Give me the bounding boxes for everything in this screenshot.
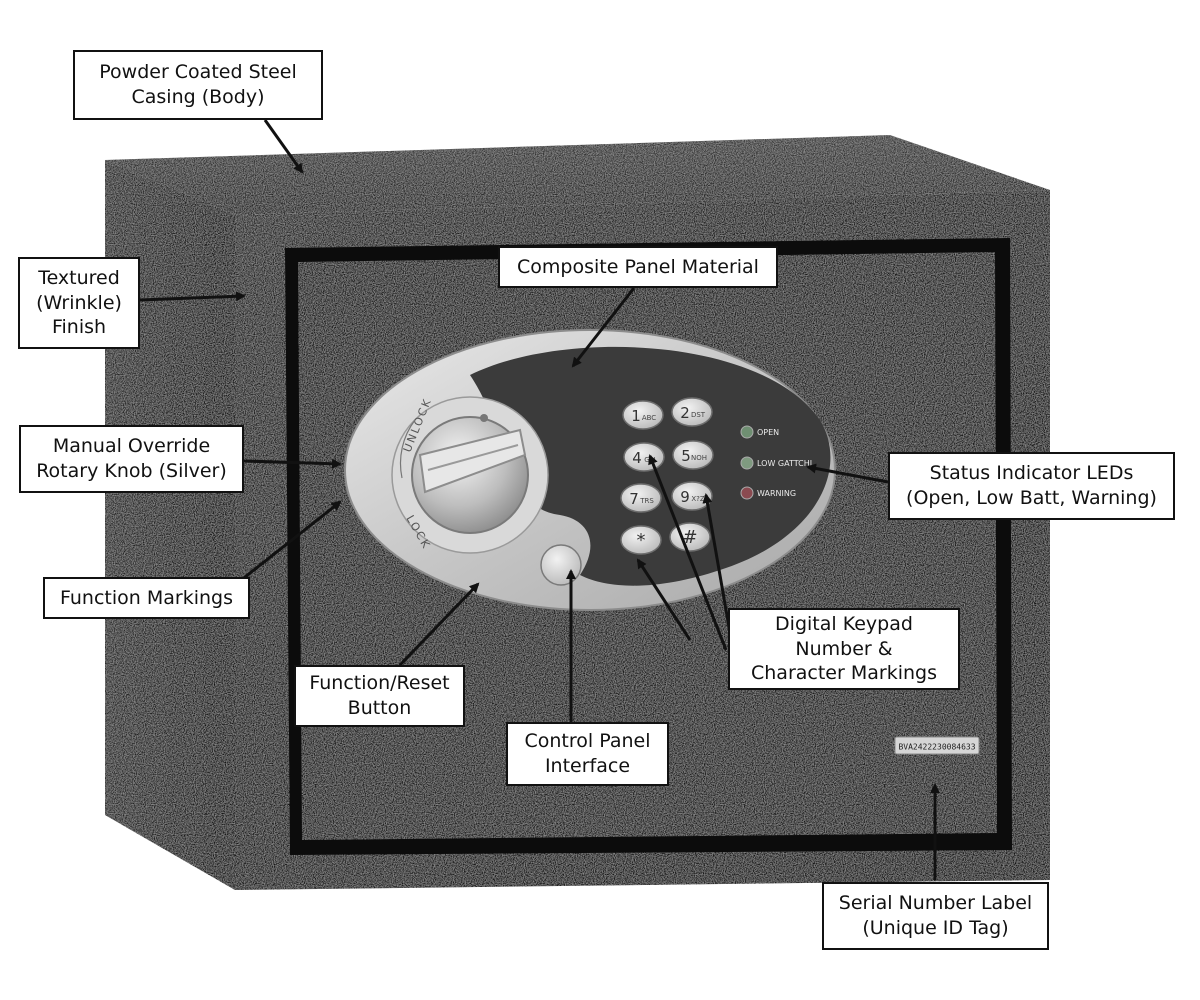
unlock-arc xyxy=(399,419,416,479)
keypad: 1ABC2DST4GLI5NOH7TRS9X?Z*# xyxy=(620,397,714,555)
arrow-casing xyxy=(263,119,304,174)
arrow-reset-button xyxy=(398,582,480,667)
callout-serial-line1: Serial Number Label xyxy=(838,892,1033,915)
callout-serial-line2: (Unique ID Tag) xyxy=(862,917,1009,939)
keypad-key[interactable]: * xyxy=(620,525,662,555)
status-led-label: WARNING xyxy=(757,489,796,498)
callout-finish-line3: Finish xyxy=(51,316,107,339)
callout-panel-material: Composite Panel Material xyxy=(498,246,778,288)
keypad-key-letters: DST xyxy=(691,411,706,419)
status-led-label: OPEN xyxy=(757,428,779,437)
arrow-finish xyxy=(139,291,246,302)
arrow-panel-material xyxy=(571,287,636,368)
keypad-key-number: 5 xyxy=(681,447,691,465)
status-led xyxy=(740,456,754,470)
callout-keypad: Digital Keypad Number & Character Markin… xyxy=(728,608,960,690)
status-led xyxy=(740,425,754,439)
arrow-keypad-1 xyxy=(648,454,728,651)
keypad-key[interactable]: 4GLI xyxy=(623,442,665,472)
status-leds: OPEN LOW GATTCHI WARNING xyxy=(740,425,812,500)
keypad-key-letters: NOH xyxy=(691,454,707,462)
arrow-function-markings xyxy=(239,500,342,583)
callout-keypad-line2: Number & xyxy=(795,637,893,660)
function-reset-button[interactable] xyxy=(540,544,582,586)
keypad-key-number: 9 xyxy=(680,488,690,506)
keypad-key-number: 4 xyxy=(632,449,642,467)
arrow-keypad-3 xyxy=(636,558,692,641)
keypad-key-number: # xyxy=(682,527,697,548)
callout-panel-material-line1: Composite Panel Material xyxy=(517,255,759,278)
keypad-key-letters: X?Z xyxy=(691,495,705,503)
callout-reset-button-line1: Function/Reset xyxy=(309,672,450,695)
keypad-key-letters: ABC xyxy=(642,414,656,422)
callout-function-markings-line1: Function Markings xyxy=(60,586,233,609)
callout-finish-line1: Textured xyxy=(38,266,120,289)
safe-top xyxy=(105,135,1050,215)
status-led-label: LOW GATTCHI xyxy=(757,459,812,468)
status-led xyxy=(740,486,754,500)
callout-function-markings: Function Markings xyxy=(43,577,250,619)
keypad-key-number: 7 xyxy=(629,490,639,508)
callout-casing-line2: Casing (Body) xyxy=(131,86,265,108)
callout-serial: Serial Number Label (Unique ID Tag) xyxy=(822,882,1049,950)
callout-knob: Manual Override Rotary Knob (Silver) xyxy=(19,425,244,493)
callout-keypad-line3: Character Markings xyxy=(751,662,937,685)
arrow-leds xyxy=(806,463,889,484)
callout-control-panel-line2: Interface xyxy=(544,755,631,777)
keypad-key-number: 1 xyxy=(631,407,641,425)
callout-control-panel-line1: Control Panel xyxy=(524,730,651,753)
callout-reset-button-line2: Button xyxy=(347,697,412,719)
serial-number-label: BVA2422230084633 xyxy=(894,736,980,755)
knob-grip xyxy=(418,428,527,494)
callout-leds-line2: (Open, Low Batt, Warning) xyxy=(906,487,1157,509)
keypad-key[interactable]: # xyxy=(669,522,711,552)
callout-finish: Textured (Wrinkle) Finish xyxy=(18,257,140,349)
serial-number-text: BVA2422230084633 xyxy=(898,743,975,752)
arrow-knob xyxy=(243,458,342,469)
callout-control-panel: Control Panel Interface xyxy=(506,722,669,786)
rotary-knob[interactable] xyxy=(411,414,529,534)
keypad-key-number: 2 xyxy=(680,404,690,422)
callout-knob-line1: Manual Override xyxy=(52,435,211,458)
keypad-key-letters: TRS xyxy=(639,497,654,505)
callout-leds: Status Indicator LEDs (Open, Low Batt, W… xyxy=(888,452,1175,520)
callout-leds-line1: Status Indicator LEDs xyxy=(929,462,1134,485)
callout-casing-line1: Powder Coated Steel xyxy=(99,61,297,84)
callout-knob-line2: Rotary Knob (Silver) xyxy=(36,460,227,482)
callout-keypad-line1: Digital Keypad xyxy=(775,612,913,635)
callout-finish-line2: (Wrinkle) xyxy=(36,291,122,314)
callout-reset-button: Function/Reset Button xyxy=(294,665,465,727)
callout-casing: Powder Coated Steel Casing (Body) xyxy=(73,50,323,120)
keypad-key-number: * xyxy=(637,530,646,551)
